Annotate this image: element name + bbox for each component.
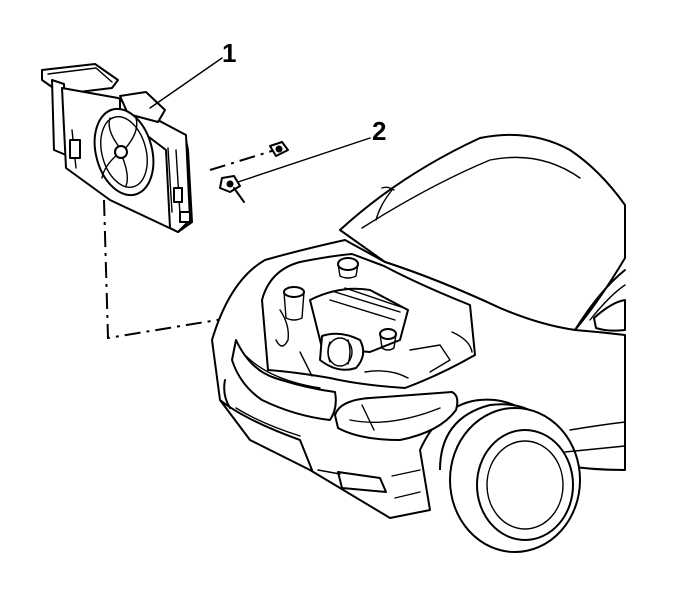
cooling-fan-shroud [41, 63, 193, 233]
mounting-bolts [209, 141, 289, 203]
vehicle-front [211, 133, 626, 553]
callout-label-2: 2 [372, 116, 386, 146]
callout-label-1: 1 [222, 38, 236, 68]
callout-1-leader [149, 57, 223, 109]
callout-2-leader [237, 137, 371, 183]
